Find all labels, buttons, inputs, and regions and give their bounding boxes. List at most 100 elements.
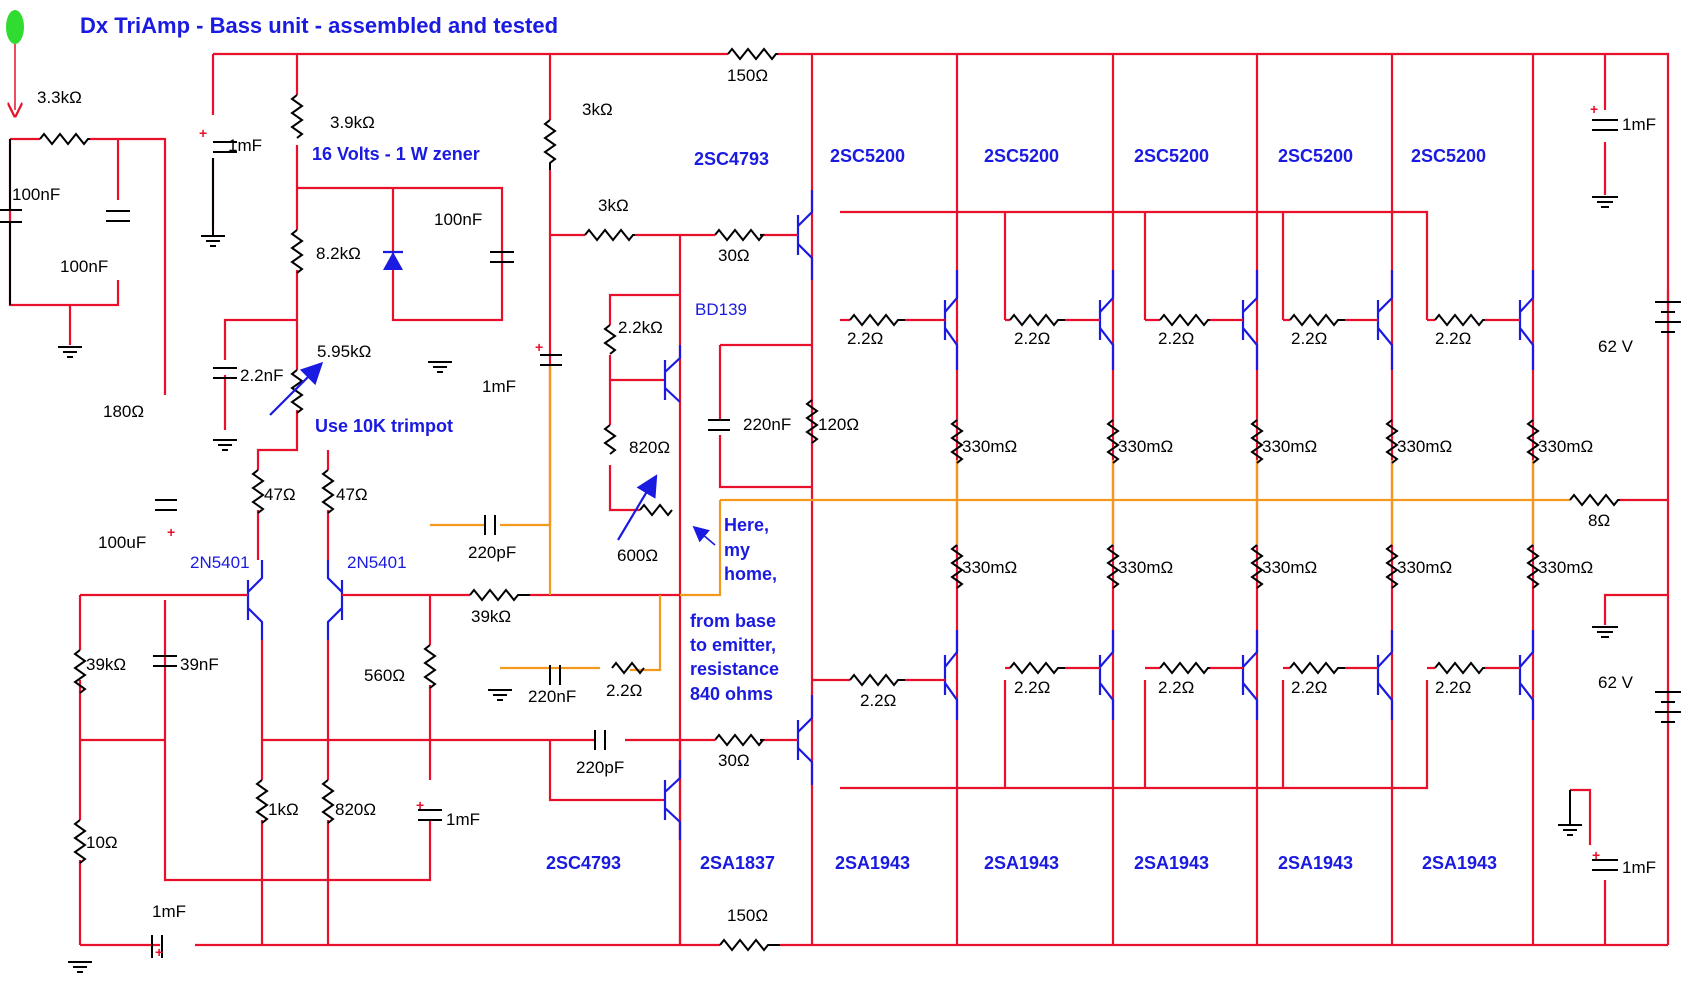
supply-label-top: 62 V — [1598, 337, 1634, 356]
svg-text:330mΩ: 330mΩ — [1538, 558, 1593, 577]
svg-text:+: + — [155, 944, 163, 960]
svg-text:my: my — [724, 540, 750, 560]
svg-text:+: + — [1592, 847, 1600, 863]
svg-text:330mΩ: 330mΩ — [1118, 558, 1173, 577]
svg-text:840 ohms: 840 ohms — [690, 684, 773, 704]
res-47-right: 47Ω — [336, 485, 368, 504]
res-39k-input: 39kΩ — [86, 655, 126, 674]
svg-text:330mΩ: 330mΩ — [1397, 558, 1452, 577]
tr-label-top-4: 2SC5200 — [1278, 146, 1353, 166]
svg-text:330mΩ: 330mΩ — [1262, 437, 1317, 456]
svg-text:2.2Ω: 2.2Ω — [1435, 329, 1471, 348]
tr-label-bottom-6: 2SA1943 — [1422, 853, 1497, 873]
res-30-top: 30Ω — [718, 246, 750, 265]
driver-bottom — [796, 695, 814, 785]
cap-100uf: 100uF — [98, 533, 146, 552]
svg-text:330mΩ: 330mΩ — [1262, 558, 1317, 577]
res-10: 10Ω — [86, 833, 118, 852]
svg-text:Here,: Here, — [724, 515, 769, 535]
tr-label-top-1: 2SC5200 — [830, 146, 905, 166]
svg-text:2.2Ω: 2.2Ω — [1158, 678, 1194, 697]
svg-text:2.2Ω: 2.2Ω — [1291, 329, 1327, 348]
tr-label-bottom-3: 2SA1943 — [984, 853, 1059, 873]
note-block: Here, my home, from base to emitter, res… — [690, 515, 779, 704]
emitter-resistors — [950, 419, 1540, 589]
svg-text:2.2Ω: 2.2Ω — [1435, 678, 1471, 697]
res-2k2: 2.2kΩ — [618, 318, 663, 337]
tr-label-top-2: 2SC5200 — [984, 146, 1059, 166]
res-3k-top: 3kΩ — [582, 100, 613, 119]
tr-label-input-right: 2N5401 — [347, 553, 407, 572]
trimpot-note: Use 10K trimpot — [315, 416, 453, 436]
res-5k95: 5.95kΩ — [317, 342, 371, 361]
input-transistor-left — [246, 560, 264, 640]
svg-text:+: + — [535, 339, 543, 355]
svg-text:+: + — [416, 797, 424, 813]
output-node-line — [720, 460, 1570, 545]
capacitor-labels: 1mF 100nF 100nF 100nF 2.2nF 1mF 220nF 10… — [12, 115, 1656, 921]
cap-1mf-b: 1mF — [446, 810, 480, 829]
tr-label-top-5: 2SC5200 — [1411, 146, 1486, 166]
res-600: 600Ω — [617, 546, 658, 565]
res-47-left: 47Ω — [264, 485, 296, 504]
input-marker-icon — [6, 10, 24, 44]
svg-text:2.2Ω: 2.2Ω — [1291, 678, 1327, 697]
tr-label-bottom-4: 2SA1943 — [1134, 853, 1209, 873]
svg-text:2.2Ω: 2.2Ω — [1158, 329, 1194, 348]
svg-text:330mΩ: 330mΩ — [962, 558, 1017, 577]
res-180: 180Ω — [103, 402, 144, 421]
svg-text:home,: home, — [724, 564, 777, 584]
res-1k: 1kΩ — [268, 800, 299, 819]
emitter-resistor-labels: 330mΩ 330mΩ 330mΩ 330mΩ 330mΩ 330mΩ 330m… — [962, 437, 1593, 577]
cap-39nf: 39nF — [180, 655, 219, 674]
cap-1mf-a: 1mF — [228, 136, 262, 155]
cap-220pf-a: 220pF — [468, 543, 516, 562]
tr-label-bottom-0: 2SC4793 — [546, 853, 621, 873]
res-8k2: 8.2kΩ — [316, 244, 361, 263]
svg-text:2.2Ω: 2.2Ω — [1014, 329, 1050, 348]
tr-label-bottom-1: 2SA1837 — [700, 853, 775, 873]
res-30-bottom: 30Ω — [718, 751, 750, 770]
svg-text:330mΩ: 330mΩ — [1538, 437, 1593, 456]
res-3k9: 3.9kΩ — [330, 113, 375, 132]
res-3k3: 3.3kΩ — [37, 88, 82, 107]
cap-2n2: 2.2nF — [240, 366, 283, 385]
tr-label-input-left: 2N5401 — [190, 553, 250, 572]
svg-text:+: + — [167, 524, 175, 540]
res-150-top: 150Ω — [727, 66, 768, 85]
tr-label-top-3: 2SC5200 — [1134, 146, 1209, 166]
output-transistors-bottom — [943, 630, 1535, 720]
tr-label-driver: BD139 — [695, 300, 747, 319]
bd139-transistor — [663, 345, 682, 403]
base-resistors — [812, 313, 1520, 687]
cap-1mf-mid: 1mF — [482, 377, 516, 396]
tr-label-bottom-5: 2SA1943 — [1278, 853, 1353, 873]
base-resistor-labels: 2.2Ω 2.2Ω 2.2Ω 2.2Ω 2.2Ω 2.2Ω 2.2Ω 2.2Ω … — [847, 329, 1471, 697]
2sc4793-bottom-transistor — [663, 760, 682, 840]
res-8-load: 8Ω — [1588, 511, 1610, 530]
res-120: 120Ω — [818, 415, 859, 434]
res-820-vbe: 820Ω — [629, 438, 670, 457]
resistor-labels: 3.3kΩ 150Ω 3.9kΩ 3kΩ 3kΩ 30Ω 8.2kΩ 2.2kΩ… — [37, 66, 1610, 925]
svg-text:2.2Ω: 2.2Ω — [1014, 678, 1050, 697]
transistor-labels: 2SC4793 2SC5200 2SC5200 2SC5200 2SC5200 … — [190, 146, 1497, 873]
res-39k-feedback: 39kΩ — [471, 607, 511, 626]
cap-220pf-b: 220pF — [576, 758, 624, 777]
supply-label-bottom: 62 V — [1598, 673, 1634, 692]
res-2r2-zobel: 2.2Ω — [606, 681, 642, 700]
svg-text:+: + — [1590, 101, 1598, 117]
input-transistor-right — [326, 560, 344, 640]
tr-label-bottom-2: 2SA1943 — [835, 853, 910, 873]
cap-100nf-a: 100nF — [12, 185, 60, 204]
svg-text:2.2Ω: 2.2Ω — [847, 329, 883, 348]
cap-220nf-zobel: 220nF — [528, 687, 576, 706]
svg-text:resistance: resistance — [690, 659, 779, 679]
res-820-bottom: 820Ω — [335, 800, 376, 819]
cap-220nf-vbe: 220nF — [743, 415, 791, 434]
diagram-title: Dx TriAmp - Bass unit - assembled and te… — [80, 13, 558, 38]
res-2r2-driver: 2.2Ω — [860, 691, 896, 710]
zener-label: 16 Volts - 1 W zener — [312, 144, 480, 164]
cap-1mf-c: 1mF — [152, 902, 186, 921]
driver-top — [796, 190, 814, 280]
